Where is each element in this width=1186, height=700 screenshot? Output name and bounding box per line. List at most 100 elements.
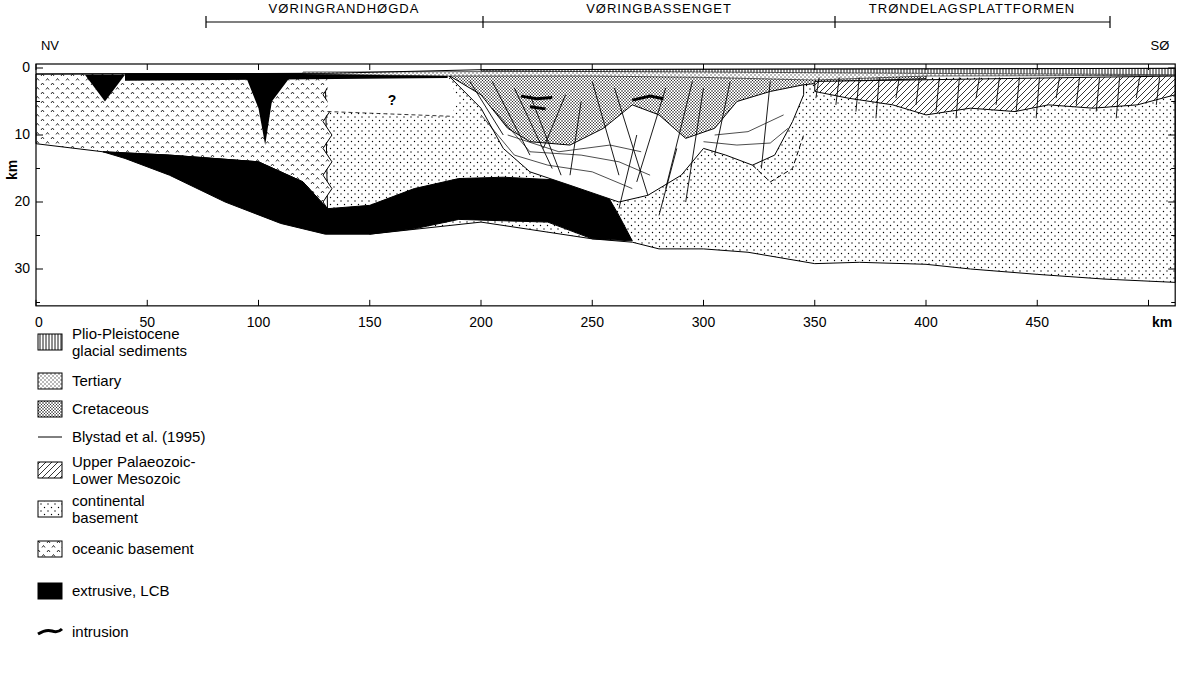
tick (147, 300, 148, 306)
tick (1168, 202, 1175, 203)
tick (36, 269, 43, 270)
extrusive-wedge (245, 75, 292, 145)
fault-line (856, 77, 859, 111)
region-bracket (1109, 16, 1110, 28)
tick (258, 300, 259, 306)
axis-label: 200 (469, 315, 492, 330)
fault-line (1096, 77, 1099, 111)
tick (592, 64, 593, 70)
axis-label: ? (388, 93, 397, 108)
tick (1037, 64, 1038, 70)
tick (36, 168, 40, 169)
tick (1148, 64, 1149, 70)
legend-text: Tertiary (72, 372, 212, 389)
seafloor-line (36, 68, 1175, 74)
tick (36, 64, 37, 70)
axis-label: 350 (803, 315, 826, 330)
fault-line (876, 77, 879, 118)
legend-swatch (36, 539, 64, 559)
region-name: TRØNDELAGSPLATTFORMEN (869, 2, 1075, 16)
fault-line (1016, 77, 1019, 111)
legend-patch (38, 462, 62, 478)
tick (36, 68, 43, 69)
tick (147, 64, 148, 70)
fault-line (615, 88, 648, 195)
axis-label: km (5, 160, 20, 180)
legend-patch (38, 541, 62, 557)
unknown-sediment (327, 75, 458, 117)
dashed-boundary (327, 112, 449, 117)
fault-line (1116, 77, 1119, 118)
legend-swatch (36, 460, 64, 480)
fault-line (1076, 77, 1079, 104)
tick (1171, 101, 1175, 102)
tick (1148, 300, 1149, 306)
legend-swatch (36, 371, 64, 391)
fault-line (530, 95, 561, 175)
legend-patch (38, 401, 62, 417)
legend-text: Blystad et al. (1995) (72, 428, 212, 445)
tick (1171, 168, 1175, 169)
tick (36, 302, 40, 303)
tick (481, 300, 482, 306)
axis-label: 20 (14, 194, 30, 209)
fault-line (666, 81, 693, 188)
axis-label: 0 (35, 315, 43, 330)
fault-line (1036, 77, 1039, 118)
legend-text: oceanic basement (72, 540, 212, 557)
axis-label: km (1152, 315, 1172, 330)
horizon-line (715, 115, 784, 135)
legend-swatch (36, 399, 64, 419)
axis-label: 250 (581, 315, 604, 330)
legend-swatch (36, 499, 64, 519)
frame (36, 64, 1175, 306)
fault-line (1156, 77, 1159, 104)
horizon-line (481, 115, 632, 189)
axis-label: 300 (692, 315, 715, 330)
fault-line (514, 88, 552, 168)
tick (36, 135, 43, 136)
axis-label: 150 (358, 315, 381, 330)
fault-line (896, 77, 899, 98)
tick (1168, 269, 1175, 270)
legend-swatch (36, 332, 64, 352)
intrusion-sill (521, 96, 552, 99)
legend-patch (38, 373, 62, 389)
fault-line (956, 77, 959, 118)
legend-line (38, 629, 62, 634)
fault-line (715, 81, 731, 155)
legend-text: Upper Palaeozoic-Lower Mesozoic (72, 453, 212, 488)
legend-text: continental basement (72, 492, 212, 527)
fault-line (543, 95, 565, 149)
horizon-line (704, 128, 789, 145)
tick (703, 300, 704, 306)
tick (369, 64, 370, 70)
legend-text: intrusion (72, 623, 212, 640)
fault-line (1056, 77, 1059, 98)
fault-line (570, 102, 581, 176)
region-name: VØRINGBASSENGET (586, 2, 732, 16)
fault-line (659, 148, 677, 215)
tick (1037, 300, 1038, 306)
fault-line (637, 88, 666, 182)
legend-swatch (36, 427, 64, 447)
region-bracket (205, 16, 206, 28)
axis-label: 30 (14, 261, 30, 276)
section-body (36, 68, 1175, 282)
continental-basement (325, 69, 1175, 282)
axis-label: 10 (14, 127, 30, 142)
fault-line (836, 77, 839, 104)
fault-line (686, 88, 704, 202)
tick (1168, 68, 1175, 69)
tick (36, 202, 43, 203)
fault-line (816, 77, 819, 98)
tick (481, 64, 482, 70)
legend-patch (38, 583, 62, 599)
fault-line (592, 81, 619, 175)
fault-line (470, 81, 503, 135)
tick (814, 300, 815, 306)
intrusion-sill (632, 96, 663, 100)
tick (926, 64, 927, 70)
region-name: VØRINGRANDHØGDA (269, 2, 420, 16)
region-bracket (206, 21, 1110, 22)
